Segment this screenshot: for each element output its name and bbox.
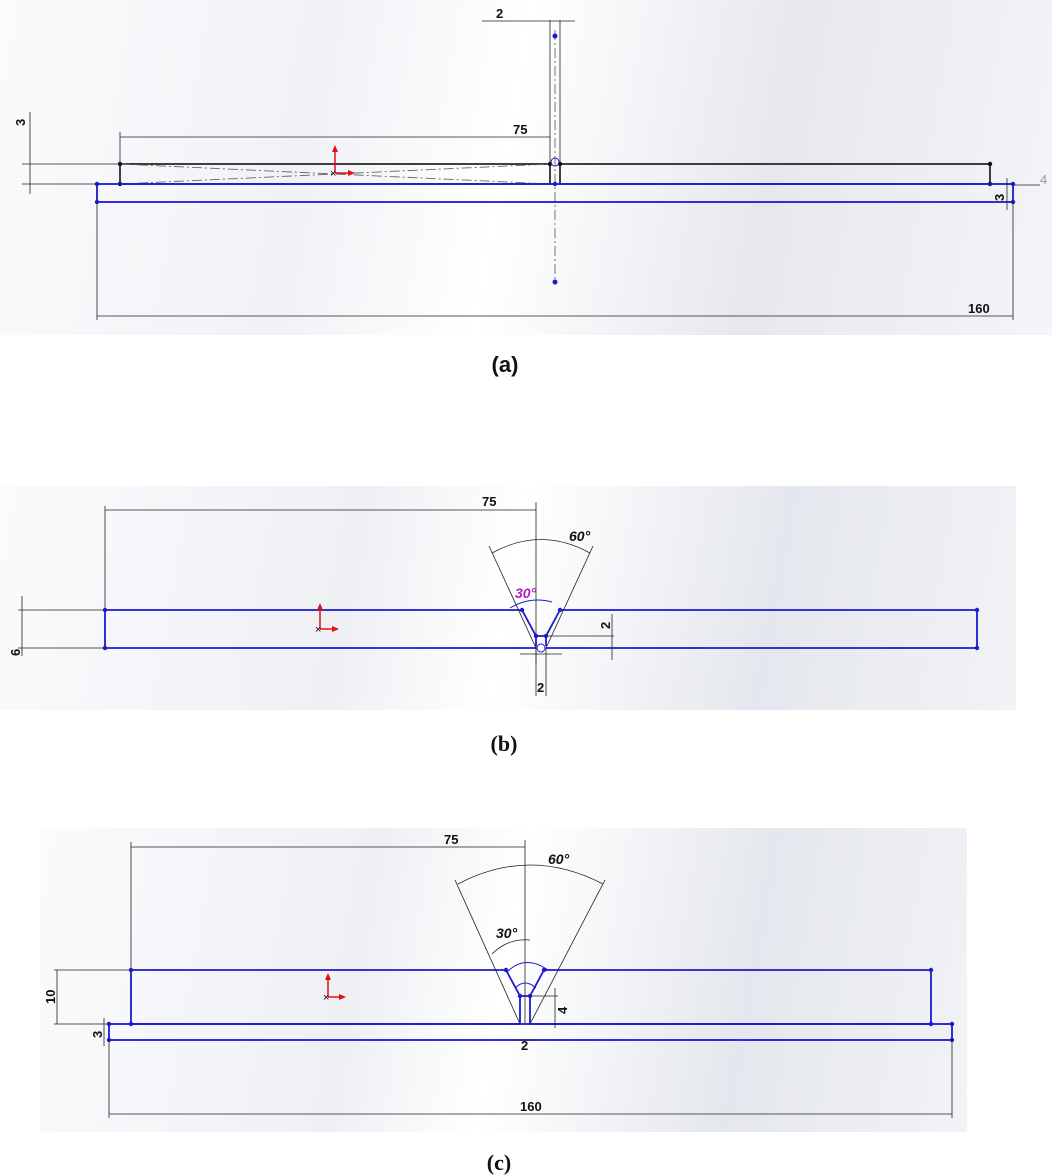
origin-marker: × xyxy=(330,168,336,180)
vertex xyxy=(517,993,523,999)
dim-label-3: 3 xyxy=(90,1031,105,1038)
angle-label-60: 60° xyxy=(548,851,570,867)
dim-label-rootgap: 2 xyxy=(537,680,544,695)
dim-label-75: 75 xyxy=(482,494,496,509)
groove-arc-inner xyxy=(514,982,537,989)
coincident-marker xyxy=(550,157,560,167)
vertex xyxy=(128,1021,134,1027)
vertex xyxy=(987,161,993,167)
angle-60-ext-right xyxy=(529,879,606,1025)
left-plate-top xyxy=(131,969,521,1024)
angle-60-ext-left xyxy=(454,879,521,1025)
dim-label-left-3: 3 xyxy=(13,119,28,126)
centerline-top-point xyxy=(552,33,558,39)
sketch-c-drawing: × 75 60° 30° 10 3 4 2 160 xyxy=(43,832,955,1118)
centerline-bottom-point xyxy=(552,279,558,285)
vertex xyxy=(128,967,134,973)
vertex xyxy=(928,967,934,973)
dim-label-edge: 4 xyxy=(1040,172,1047,187)
vertex xyxy=(503,967,509,973)
vertex xyxy=(557,607,563,613)
coincident-marker xyxy=(536,643,546,653)
vertex xyxy=(533,633,539,639)
origin-y-arrow xyxy=(317,603,323,610)
sketch-panel-c: × 75 60° 30° 10 3 4 2 160 xyxy=(40,828,967,1132)
origin-x-arrow xyxy=(332,626,339,632)
vertex xyxy=(527,993,533,999)
origin-x-arrow xyxy=(339,994,346,1000)
angle-60-ext-left xyxy=(488,545,537,649)
dim-label-rootgap: 2 xyxy=(521,1038,528,1053)
sketch-panel-a: × 2 75 3 3 4 160 xyxy=(0,0,1052,335)
vertex xyxy=(1010,181,1016,187)
origin-x-arrow xyxy=(348,170,355,176)
angle-label-30: 30° xyxy=(496,925,518,941)
origin-marker: × xyxy=(315,624,321,636)
vertex xyxy=(552,181,558,187)
angle-60-arc xyxy=(457,864,604,885)
groove-arc-outer xyxy=(506,962,549,973)
left-plate-top xyxy=(105,609,537,646)
caption-b: (b) xyxy=(490,731,518,756)
vertex xyxy=(974,607,980,613)
dim-label-right-3: 3 xyxy=(992,194,1007,201)
dim-label-gap: 2 xyxy=(496,6,503,21)
right-plate-top xyxy=(545,609,977,646)
origin-y-arrow xyxy=(332,145,338,152)
vertex xyxy=(949,1021,955,1027)
dim-label-160: 160 xyxy=(968,301,990,316)
dim-label-160: 160 xyxy=(520,1099,542,1114)
vertex xyxy=(519,607,525,613)
right-plate-outline xyxy=(530,970,932,1025)
dim-label-75: 75 xyxy=(444,832,458,847)
origin-y-arrow xyxy=(325,973,331,980)
angle-label-30: 30° xyxy=(515,585,537,601)
vertex xyxy=(928,1021,934,1027)
dim-label-6: 6 xyxy=(8,649,23,656)
sketch-panel-b: × 75 60° 30° 6 2 2 xyxy=(0,486,1016,710)
vertex xyxy=(974,645,980,651)
origin-marker: × xyxy=(323,992,329,1004)
sketch-a-drawing: × 2 75 3 3 4 160 xyxy=(13,6,1047,320)
dim-label-10: 10 xyxy=(43,990,58,1004)
sketch-b-drawing: × 75 60° 30° 6 2 2 xyxy=(8,494,980,696)
angle-60-arc xyxy=(491,539,591,554)
right-plate-top xyxy=(529,969,931,1024)
angle-30-arc xyxy=(509,599,553,609)
angle-30-arc xyxy=(491,939,531,955)
angle-60-ext-right xyxy=(545,545,594,649)
backing-plate-outline xyxy=(108,1023,953,1041)
dim-label-rootface: 4 xyxy=(555,1006,570,1014)
vertex xyxy=(541,967,547,973)
dim-label-75: 75 xyxy=(513,122,527,137)
right-plate-outline xyxy=(559,163,991,185)
dim-label-rootface: 2 xyxy=(598,622,613,629)
caption-c: (c) xyxy=(486,1150,512,1175)
caption-a: (a) xyxy=(491,352,519,377)
angle-label-60: 60° xyxy=(569,528,591,544)
